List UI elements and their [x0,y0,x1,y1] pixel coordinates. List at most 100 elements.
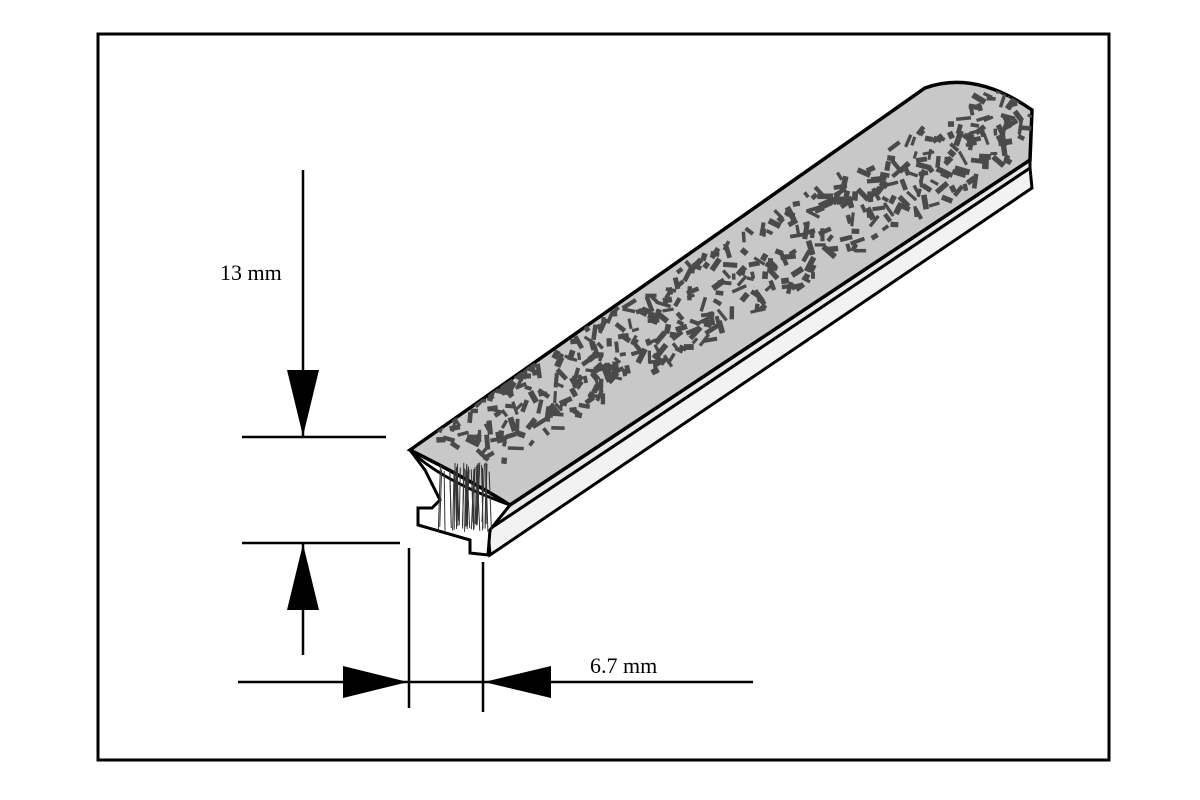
pile-fleck [926,164,935,174]
pile-fleck [929,178,939,186]
pile-fleck [486,420,494,435]
pile-fleck [691,262,703,271]
pile-fleck [675,267,684,275]
pile-fleck [473,386,483,396]
pile-fleck [721,269,732,280]
pile-fleck [662,354,674,368]
pile-fleck [810,192,819,201]
pile-fleck [699,296,708,312]
pile-fleck [663,323,672,335]
pile-fleck [968,104,975,116]
pile-fleck [750,271,756,280]
pile-fleck [1020,84,1029,94]
pile-fleck [682,265,694,283]
pile-fleck [792,200,801,207]
pile-fleck [647,310,656,321]
pile-fleck [531,417,547,429]
pile-fleck [695,315,711,327]
pile-fleck [946,130,955,140]
width-dimension [238,548,753,712]
pile-fleck [619,351,627,357]
pile-fleck [571,374,584,389]
pile-fleck [610,305,620,317]
pile-fleck [882,202,895,217]
pile-fleck [808,264,817,274]
pile-fleck [536,399,544,415]
pile-fleck [998,93,1007,108]
pile-fleck [990,151,998,156]
pile-fleck [805,239,816,256]
pile-fleck [621,298,638,311]
pile-fleck [995,123,1006,137]
pile-fleck [866,209,872,218]
pile-fleck [884,180,899,188]
pile-fleck [789,232,806,239]
pile-fleck [879,171,890,179]
pile-fleck [505,431,517,440]
brush-fibre [461,468,465,526]
pile-fleck [851,191,859,201]
pile-fleck [449,440,461,451]
pile-fleck [918,129,926,137]
brush-fibre [439,469,443,527]
pile-fleck [544,406,552,422]
pile-fleck [981,155,989,169]
pile-fleck [780,253,796,261]
pile-fleck [1045,86,1051,101]
pile-fleck [813,185,826,199]
brush-fibre [449,470,452,529]
pile-fleck [915,125,926,136]
pile-fleck [716,319,726,334]
pile-fleck [912,184,921,195]
pile-fleck [881,224,890,232]
pile-fleck [824,245,839,253]
pile-fleck [787,218,799,228]
pile-fleck [893,205,903,216]
pile-fleck [507,446,524,451]
pile-fleck [860,203,867,214]
pile-fleck [614,322,627,333]
pile-fleck [595,389,604,402]
pile-fleck [591,324,598,341]
pile-fleck [856,187,871,202]
pile-fleck [865,164,876,174]
pile-fleck [491,408,504,414]
pile-fleck [920,194,930,210]
pile-fleck [739,291,750,303]
height-label: 13 mm [220,260,282,285]
pile-fleck [944,156,950,164]
pile-fleck [655,311,670,324]
pile-fleck [955,116,972,122]
pile-fleck [887,140,901,152]
pile-fleck [573,335,584,350]
pile-fleck [845,214,853,225]
pile-fleck [897,160,911,174]
pile-fleck [790,266,805,278]
pile-fleck [482,450,495,461]
pile-fleck [515,378,523,390]
brush-fibre [474,466,478,524]
pile-fleck [564,354,578,362]
pile-fleck [905,190,918,202]
pile-fleck [500,382,515,399]
pile-fleck [442,435,456,443]
pile-fleck [1001,138,1013,146]
pile-fleck [598,317,609,331]
pile-fleck [949,142,960,153]
brush-fibre [452,471,455,531]
pile-fleck [955,123,963,135]
pile-fleck [1017,134,1026,141]
pile-fleck [871,187,882,201]
pile-fleck [580,357,591,367]
brush-fibre [476,462,481,526]
pile-fleck [1006,82,1017,88]
pile-fleck [582,375,589,384]
pile-fleck [674,323,688,333]
pile-fleck [627,318,633,330]
pile-fleck [957,150,968,166]
pile-fleck [934,181,950,195]
pile-fleck [654,342,669,358]
pile-fleck [1032,121,1040,132]
pile-fleck [653,330,668,346]
pile-fleck [467,411,473,424]
